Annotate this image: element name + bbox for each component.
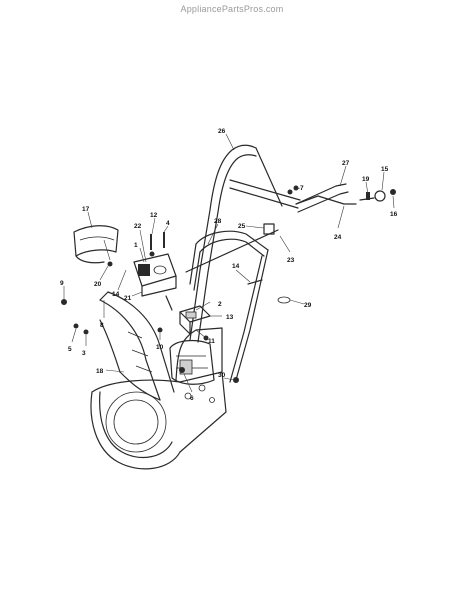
callout-20: 20 (94, 281, 102, 288)
callout-13: 13 (226, 314, 234, 321)
callout-14b: 14 (232, 263, 240, 270)
callout-5: 5 (68, 346, 72, 353)
callout-3: 3 (82, 350, 86, 357)
watermark: AppliancePartsPros.com (180, 4, 284, 14)
callout-21: 21 (124, 295, 132, 302)
leader-lines (63, 133, 395, 393)
callout-16: 16 (390, 211, 398, 218)
callout-labels: 26 27 15 19 16 7 25 23 24 28 17 20 14 22… (60, 128, 398, 402)
callout-27: 27 (342, 160, 350, 167)
callout-7: 7 (300, 185, 304, 192)
callout-14a: 14 (112, 291, 120, 298)
hardware (61, 185, 370, 383)
callout-22: 22 (134, 223, 142, 230)
callout-1: 1 (134, 242, 138, 249)
callout-24: 24 (334, 234, 342, 241)
upper-handle (189, 144, 349, 343)
callout-12: 12 (150, 212, 158, 219)
handle-knob (359, 189, 396, 202)
callout-28: 28 (214, 218, 222, 225)
callout-2: 2 (218, 301, 222, 308)
callout-23: 23 (287, 257, 295, 264)
chute-crank-housing (133, 253, 177, 297)
callout-18: 18 (96, 368, 104, 375)
callout-6: 6 (190, 395, 194, 402)
callout-30: 30 (218, 372, 226, 379)
callout-4: 4 (166, 220, 170, 227)
callout-17: 17 (82, 206, 90, 213)
callout-8: 8 (100, 322, 104, 329)
shift-rod (185, 195, 357, 273)
callout-15: 15 (381, 166, 389, 173)
callout-29: 29 (304, 302, 312, 309)
callout-19: 19 (362, 176, 370, 183)
callout-10: 10 (156, 344, 164, 351)
callout-11: 11 (208, 338, 215, 345)
chute (99, 291, 175, 401)
chute-deflector (73, 225, 119, 264)
callout-26: 26 (218, 128, 226, 135)
callout-9: 9 (60, 280, 64, 287)
callout-25: 25 (238, 223, 246, 230)
